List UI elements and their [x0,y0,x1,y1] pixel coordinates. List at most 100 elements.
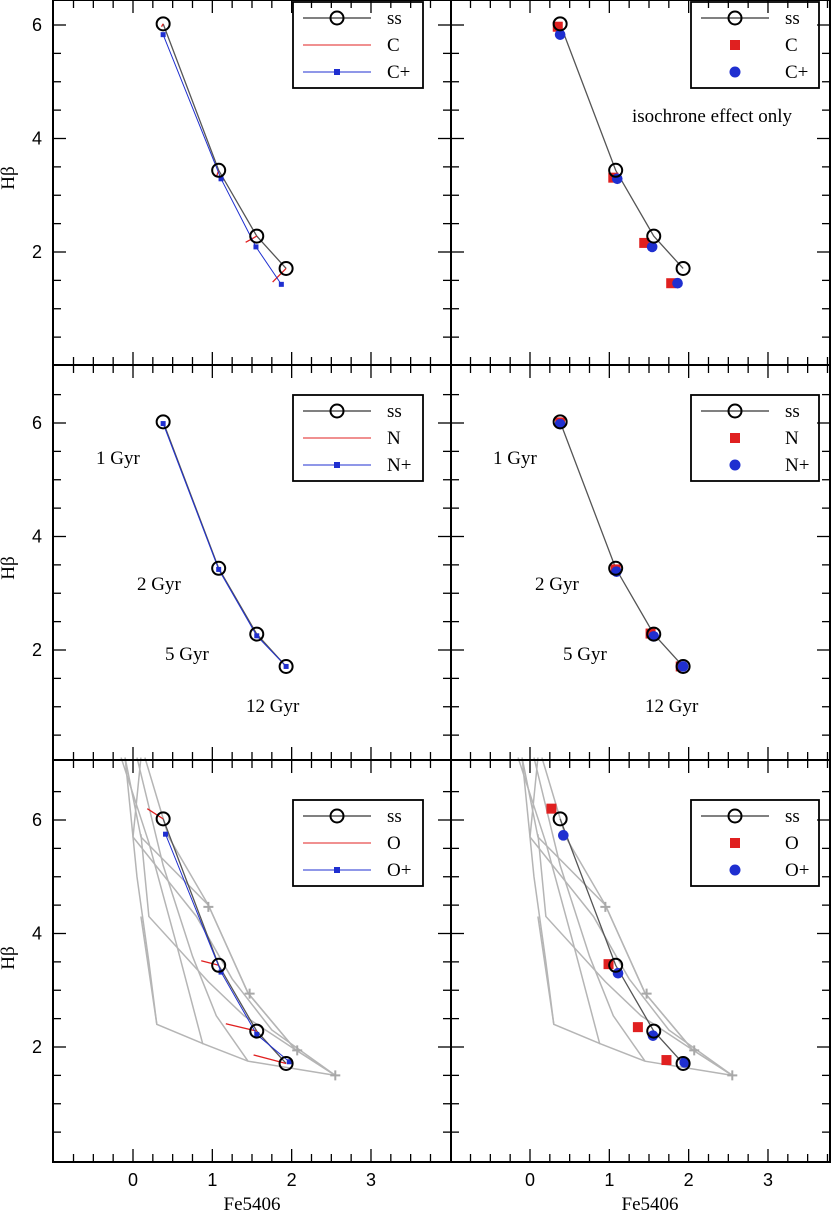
x-tick-label: 3 [763,1170,773,1190]
age-label: 1 Gyr [96,448,140,469]
plus-point [216,566,222,572]
ss-point [646,1023,662,1039]
legend-label-c-plus: C+ [785,62,808,83]
grid-line [136,757,249,1062]
ss-point [675,658,691,674]
legend-plus-marker [729,459,741,471]
legend-label-n: N [387,428,401,449]
legend-minus-marker [730,40,740,50]
age-label: 5 Gyr [165,644,209,665]
minus-point [666,278,677,289]
grid-marker [600,901,611,912]
legend-plus-marker [334,462,340,468]
grid-marker [689,1045,700,1056]
minus-segment [146,808,164,820]
ss-point [608,560,624,576]
grid-line [120,757,204,1045]
age-label: 1 Gyr [493,448,537,469]
legend-label-n-plus: N+ [785,455,809,476]
x-axis-title-left: Fe5406 [224,1194,281,1215]
plus-point [554,29,566,40]
ss-line [559,818,684,1064]
legend-label-ss: ss [387,806,402,827]
plus-point [160,421,166,427]
grid-line [517,757,601,1045]
model-grid [120,757,341,1081]
ss-point [278,1055,294,1071]
ss-point [155,16,171,32]
ss-point [552,16,568,32]
legend-label-c: C [387,35,400,56]
plus-line [165,834,290,1063]
y-tick-label: 2 [32,1037,42,1057]
legend-label-n-plus: N+ [387,455,411,476]
x-tick-label: 0 [128,1170,138,1190]
plus-point [160,32,166,38]
ss-point [249,626,265,642]
minus-segment [225,1023,257,1032]
minus-segment [160,23,164,28]
age-label: 2 Gyr [535,574,579,595]
ss-point [278,260,294,276]
plus-point [218,176,224,182]
y-tick-label: 6 [32,810,42,830]
ss-point [249,228,265,244]
minus-segment [201,960,219,966]
plus-point [646,241,658,253]
y-axis-title-top: Hβ [0,166,19,189]
plus-point [286,1059,292,1065]
ss-point [211,957,227,973]
legend-label-ss: ss [785,806,800,827]
x-tick-label: 1 [207,1170,217,1190]
grid-line [124,757,158,1025]
y-axis-title-middle: Hβ [0,556,19,579]
legend-minus-marker [730,838,740,848]
plus-point [672,277,683,289]
legend-label-n: N [785,428,799,449]
ss-point [608,162,624,178]
legend: ssO O+ [690,799,820,887]
y-tick-label: 6 [32,413,42,433]
grid-marker [727,1070,738,1081]
ss-point [278,658,294,674]
minus-point [632,1022,643,1033]
legend-label-o: O [785,833,799,854]
x-tick-label: 0 [525,1170,535,1190]
legend-ss-marker [329,808,345,824]
ss-line [162,23,287,269]
legend-label-ss: ss [785,8,800,29]
plot-border [52,0,831,1163]
minus-point [546,803,557,814]
y-tick-label: 6 [32,15,42,35]
y-tick-label: 2 [32,640,42,660]
plus-point [253,244,259,250]
x-tick-label: 3 [366,1170,376,1190]
legend-label-ss: ss [387,8,402,29]
grid-marker [244,988,255,999]
legend-label-o-plus: O+ [785,860,809,881]
legend-plus-marker [729,66,741,78]
grid-marker [292,1045,303,1056]
legend-box [690,799,820,887]
ss-point [211,162,227,178]
plus-line [162,34,282,285]
legend-label-o: O [387,833,401,854]
ss-point [646,626,662,642]
legend-ss-marker [329,403,345,419]
ss-line [559,23,684,269]
plus-point [254,633,260,639]
ss-point [675,1055,691,1071]
grid-line [521,757,555,1025]
ss-point [675,260,691,276]
ss-point [155,414,171,430]
legend-plus-marker [334,69,340,75]
axis-labels: Fe5406 Fe5406 Hβ Hβ Hβ [0,166,679,1215]
age-label: 12 Gyr [645,696,699,717]
x-tick-label: 2 [684,1170,694,1190]
